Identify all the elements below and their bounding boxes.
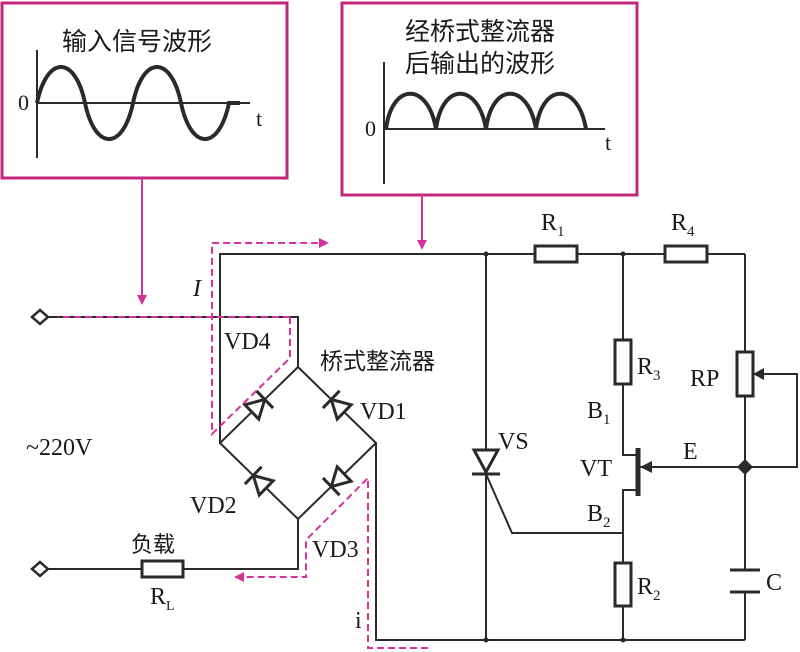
- capacitor-c: [730, 568, 760, 594]
- b2-label: B2: [587, 501, 611, 531]
- r4-label: R4: [671, 210, 695, 240]
- diode-vd1: [321, 389, 354, 423]
- diode-vd3: [321, 463, 354, 497]
- load-resistor-rl: [140, 559, 185, 579]
- upper-input-wire: [40, 316, 299, 367]
- b1-label: B1: [587, 398, 611, 428]
- vd4-label: VD4: [224, 329, 271, 355]
- negative-rail: [375, 443, 745, 641]
- current-label-upper: I: [192, 276, 202, 302]
- input-zero-label: 0: [18, 90, 29, 115]
- bridge-diodes: [242, 389, 354, 499]
- ac-terminals: [30, 308, 50, 578]
- resistor-r1: [533, 244, 579, 264]
- rp-wiper-arrow-icon: [753, 368, 764, 380]
- vd3-label: VD3: [312, 537, 359, 563]
- rl-label: RL: [150, 584, 175, 614]
- r3-label: R3: [637, 354, 661, 384]
- emitter-arrow-icon: [640, 461, 652, 473]
- e-label: E: [683, 439, 698, 465]
- output-box-title-line1: 经桥式整流器: [405, 17, 555, 46]
- terminal-upper: [30, 308, 50, 326]
- vd1-label: VD1: [360, 399, 407, 425]
- output-box-title-line2: 后输出的波形: [405, 49, 555, 78]
- junction-node: [737, 459, 753, 475]
- c-label: C: [766, 570, 782, 596]
- potentiometer-rp: [735, 350, 755, 398]
- current-paths: [58, 238, 428, 649]
- input-t-label: t: [256, 106, 262, 131]
- output-t-label: t: [605, 130, 611, 155]
- rp-wiper-wire: [745, 373, 798, 468]
- diode-vd2: [243, 465, 276, 499]
- resistors: [140, 244, 755, 608]
- vt-label: VT: [580, 456, 612, 482]
- resistor-r3: [613, 338, 633, 386]
- vs-label: VS: [498, 429, 529, 455]
- rectified-wave: [384, 91, 588, 130]
- vd2-label: VD2: [190, 493, 237, 519]
- lower-input-wire: [40, 519, 299, 570]
- current-label-lower: i: [355, 608, 362, 634]
- terminal-lower: [30, 560, 50, 578]
- resistor-r4: [663, 244, 709, 264]
- r1-label: R1: [541, 210, 565, 240]
- pointer-arrows: [137, 178, 427, 305]
- rp-label: RP: [690, 366, 719, 392]
- ujt-branch: [622, 254, 638, 640]
- input-waveform-box: 输入信号波形 0 t: [0, 1, 289, 180]
- current-path-upper: [211, 238, 329, 437]
- vs-gate-wire: [485, 473, 623, 534]
- r2-label: R2: [637, 574, 661, 604]
- ujt-b2-wire: [622, 489, 638, 533]
- thyristor-vs: [471, 448, 501, 476]
- diode-vd4: [242, 389, 275, 423]
- junction-dots: [483, 251, 753, 643]
- input-box-title: 输入信号波形: [62, 27, 212, 56]
- current-path-lower: [234, 475, 428, 649]
- resistor-r2: [613, 561, 633, 608]
- load-label: 负载: [131, 533, 175, 558]
- sine-wave: [35, 65, 240, 141]
- voltage-label: ~220V: [26, 435, 93, 461]
- ujt-vt: [635, 448, 652, 496]
- bridge-rhombus: [218, 365, 378, 521]
- output-zero-label: 0: [365, 116, 376, 141]
- bridge-label: 桥式整流器: [320, 349, 435, 375]
- output-waveform-box: 经桥式整流器 后输出的波形 0 t: [340, 1, 639, 197]
